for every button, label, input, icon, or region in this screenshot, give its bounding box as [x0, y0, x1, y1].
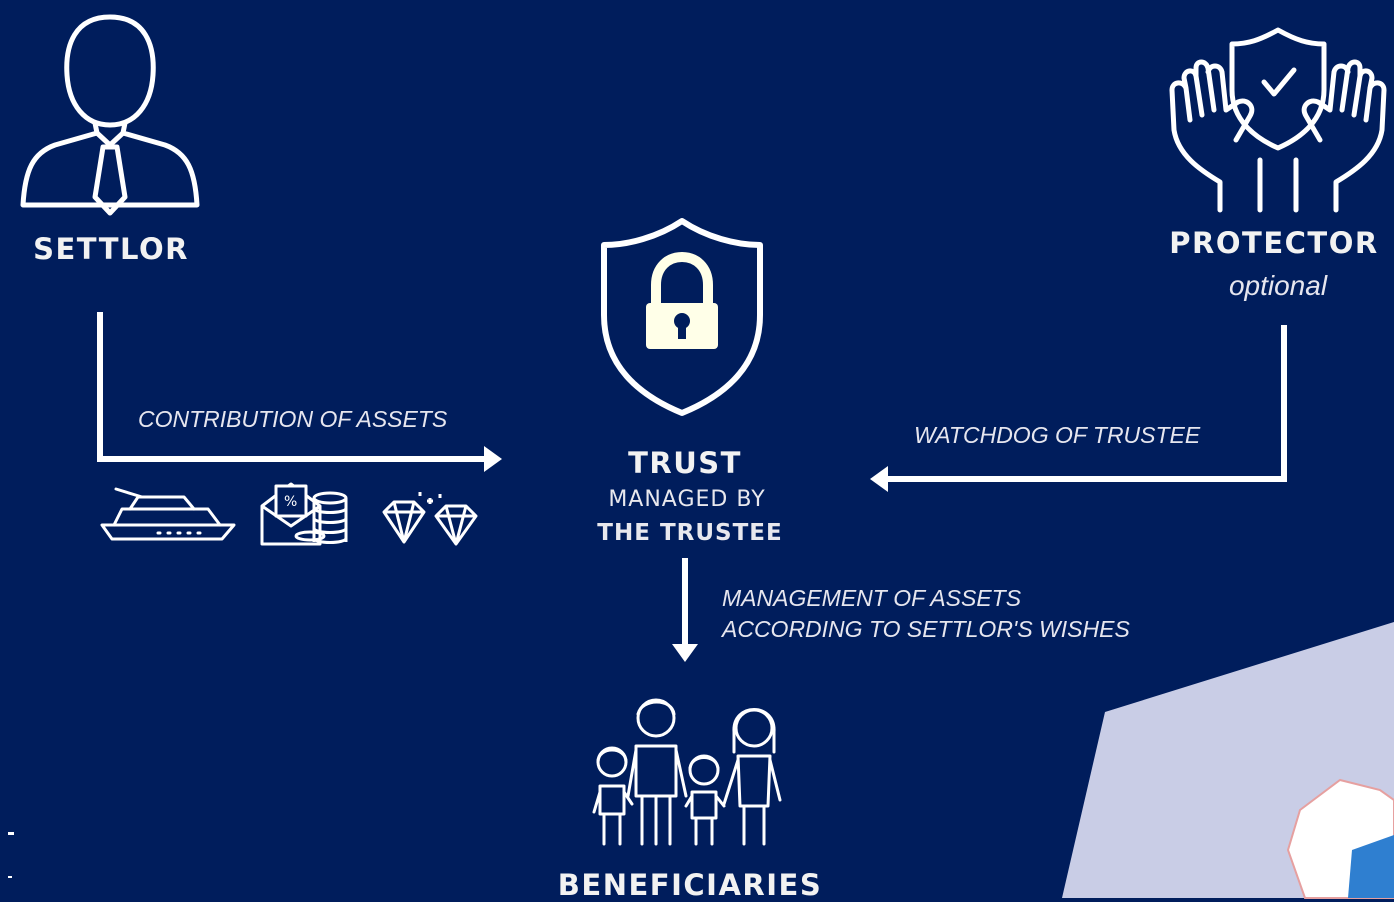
watchdog-label: WATCHDOG OF TRUSTEE: [914, 422, 1201, 448]
family-icon: [592, 698, 782, 846]
management-arrowhead: [672, 644, 698, 662]
protector-optional-note: optional: [1228, 270, 1328, 301]
contribution-label: CONTRIBUTION OF ASSETS: [138, 406, 448, 432]
management-label-line1: MANAGEMENT OF ASSETS: [722, 585, 1022, 611]
management-label-line2: ACCORDING TO SETTLOR'S WISHES: [722, 616, 1130, 642]
edge-mark: [8, 876, 12, 878]
contribution-arrow-horizontal: [97, 456, 487, 462]
contribution-arrow-vertical: [97, 312, 103, 462]
watchdog-arrowhead: [870, 466, 888, 492]
trust-shield-lock-icon: [601, 218, 763, 416]
management-arrow-vertical: [682, 558, 688, 648]
contribution-arrowhead: [484, 446, 502, 472]
yacht-icon: [100, 487, 236, 541]
protector-hands-shield-icon: [1169, 27, 1387, 213]
trust-managed-by: MANAGED BY: [608, 487, 766, 512]
watchdog-arrow-vertical: [1281, 325, 1287, 482]
money-envelope-coins-icon: %: [260, 482, 348, 546]
protector-label: PROTECTOR: [1169, 226, 1379, 260]
settlor-person-icon: [20, 14, 200, 216]
beneficiaries-label: BENEFICIARIES: [557, 868, 823, 902]
edge-mark: [8, 832, 14, 835]
trust-label: TRUST: [628, 446, 742, 480]
diamonds-icon: [382, 492, 478, 546]
watchdog-arrow-horizontal: [886, 476, 1287, 482]
trust-trustee: THE TRUSTEE: [597, 520, 783, 546]
settlor-label: SETTLOR: [33, 232, 189, 266]
svg-text:%: %: [284, 494, 297, 510]
